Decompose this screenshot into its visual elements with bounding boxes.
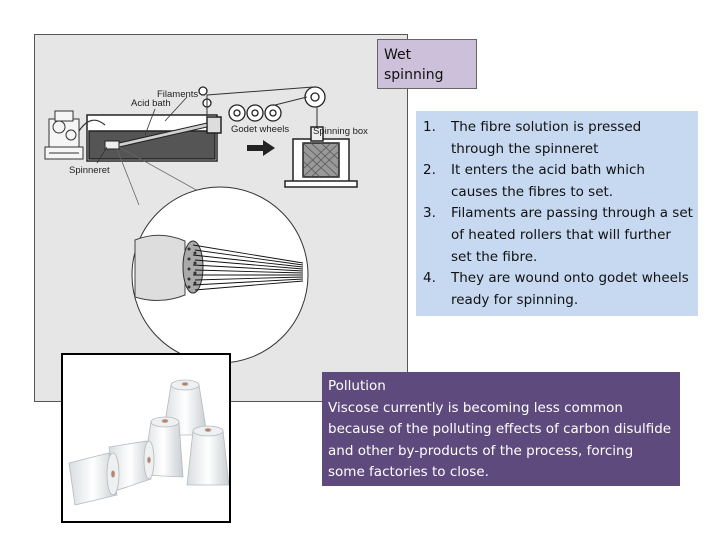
step-number: 1.	[423, 119, 436, 135]
acid-bath-label: Acid bath	[131, 98, 171, 109]
step-text: Filaments are passing through a set of h…	[451, 205, 693, 265]
list-item: 2. It enters the acid bath which causes t…	[420, 160, 694, 203]
pollution-text: Viscose currently is becoming less commo…	[328, 399, 672, 481]
step-number: 3.	[423, 205, 436, 222]
pollution-box: Pollution Viscose currently is becoming …	[322, 372, 680, 486]
list-item: 1. The fibre solution is pressed through …	[420, 117, 694, 160]
step-number: 2.	[423, 162, 436, 179]
spinneret-nozzle	[104, 122, 208, 150]
steps-list: 1. The fibre solution is pressed through …	[420, 117, 694, 311]
yarn-cone	[108, 440, 155, 492]
list-item: 4. They are wound onto godet wheels ready…	[420, 268, 694, 311]
step-text: The fibre solution is pressed through th…	[451, 119, 642, 157]
yarn-cones-illustration	[68, 379, 229, 506]
steps-box: 1. The fibre solution is pressed through …	[416, 111, 698, 316]
pump-machine	[44, 110, 84, 160]
list-item: 3. Filaments are passing through a set of…	[420, 203, 694, 268]
yarn-cones-photo	[61, 353, 231, 523]
spinning-box	[284, 126, 358, 188]
step-text: It enters the acid bath which causes the…	[451, 162, 645, 200]
filaments-label: Filaments	[157, 89, 199, 100]
step-number: 4.	[423, 270, 436, 287]
process-illustration	[44, 86, 358, 364]
page-title: Wet spinning	[384, 47, 444, 83]
godet-wheels	[198, 86, 326, 122]
process-arrow-icon	[247, 140, 275, 156]
pollution-heading: Pollution	[328, 378, 386, 394]
spinning-box-label: Spinning box	[313, 126, 368, 137]
step-text: They are wound onto godet wheels ready f…	[451, 270, 689, 308]
spinneret-closeup	[131, 186, 309, 364]
godet-wheels-label: Godet wheels	[231, 124, 290, 135]
yarn-cone	[68, 452, 120, 506]
spinneret-label: Spinneret	[69, 165, 110, 176]
wet-spinning-diagram: Filaments Acid bath Godet wheels Spinnin…	[34, 34, 408, 402]
title-box: Wet spinning	[377, 39, 477, 89]
yarn-cone	[186, 425, 229, 486]
